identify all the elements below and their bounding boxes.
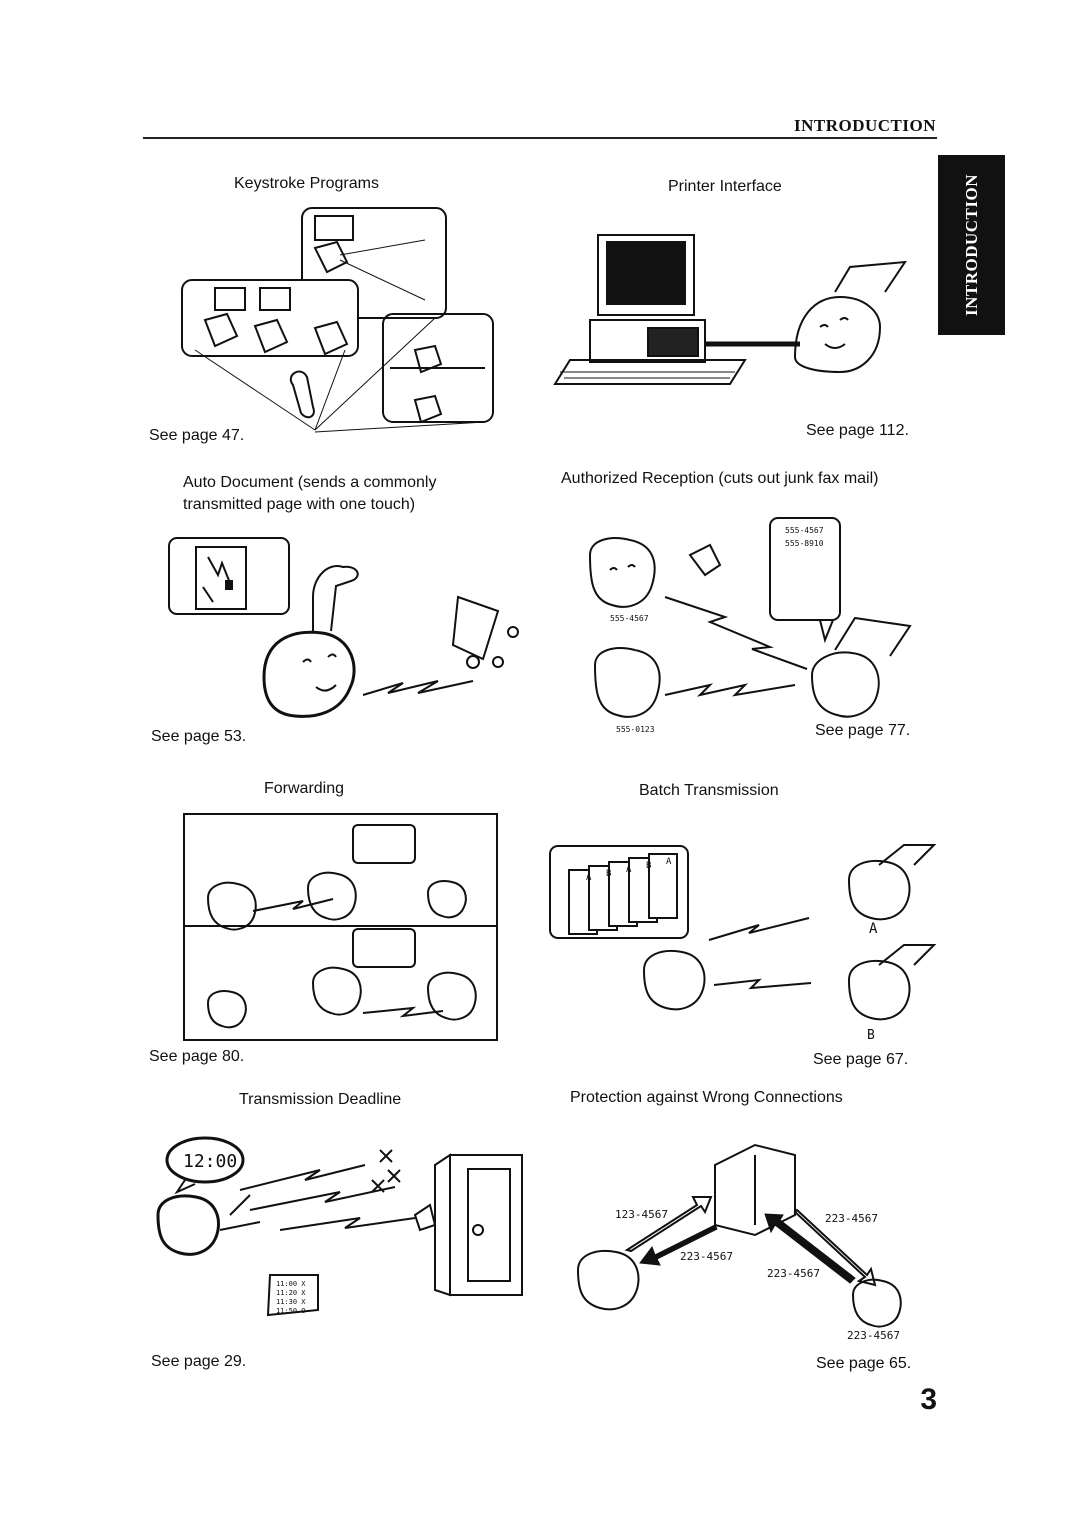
batch-dest-a: A — [869, 921, 878, 937]
caption-protection-wrong-connections: Protection against Wrong Connections — [570, 1089, 843, 1106]
caption-forwarding: Forwarding — [264, 780, 345, 797]
printer-interface-illustration — [553, 234, 907, 385]
caption-keystroke-programs: Keystroke Programs — [234, 175, 379, 192]
protection-number-2: 223-4567 — [825, 1212, 878, 1225]
auth-number-1: 555-4567 — [785, 526, 824, 535]
deadline-row-3: 11:30 X — [276, 1298, 306, 1306]
auth-number-2: 555-8910 — [785, 539, 824, 548]
keystroke-programs-illustration — [181, 207, 494, 433]
batch-sheet-3: A — [626, 865, 632, 875]
see-page-batch: See page 67. — [813, 1051, 909, 1068]
page-number: 3 — [920, 1383, 937, 1416]
see-page-authorized: See page 77. — [815, 722, 911, 739]
forwarding-illustration — [183, 813, 498, 1041]
caption-authorized-reception: Authorized Reception (cuts out junk fax … — [561, 470, 879, 487]
deadline-clock: 12:00 — [183, 1151, 237, 1172]
see-page-auto-document: See page 53. — [151, 728, 247, 745]
see-page-forwarding: See page 80. — [149, 1048, 245, 1065]
caption-batch-transmission: Batch Transmission — [639, 782, 779, 799]
deadline-row-4: 11:50 O — [276, 1307, 306, 1315]
caption-auto-document: Auto Document (sends a commonly transmit… — [183, 474, 437, 513]
authorized-reception-illustration: 555-4567 555-8910 555-4567 555-0123 — [588, 517, 912, 734]
auth-sender-b: 555-0123 — [616, 725, 655, 734]
auth-sender-a: 555-4567 — [610, 614, 649, 623]
deadline-row-1: 11:00 X — [276, 1280, 306, 1288]
protection-number-5: 223-4567 — [847, 1329, 900, 1342]
batch-dest-b: B — [867, 1028, 875, 1043]
batch-sheet-2: B — [606, 869, 611, 879]
batch-sheet-5: A — [666, 857, 672, 867]
protection-number-1: 123-4567 — [615, 1208, 668, 1221]
see-page-protection: See page 65. — [816, 1355, 912, 1372]
protection-number-3: 223-4567 — [680, 1250, 733, 1263]
caption-printer-interface: Printer Interface — [668, 178, 782, 195]
auto-document-illustration — [168, 537, 519, 718]
batch-sheet-4: B — [646, 861, 651, 871]
transmission-deadline-illustration: 12:00 11:00 X 11:20 X 11:30 X 11:50 O — [156, 1136, 523, 1317]
see-page-printer: See page 112. — [806, 422, 909, 439]
section-tab: INTRODUCTION — [938, 155, 1005, 335]
batch-sheet-1: A — [586, 873, 592, 883]
see-page-keystroke: See page 47. — [149, 427, 245, 444]
deadline-row-2: 11:20 X — [276, 1289, 306, 1297]
protection-wrong-connections-illustration: 123-4567 223-4567 223-4567 223-4567 223-… — [575, 1139, 902, 1342]
caption-transmission-deadline: Transmission Deadline — [239, 1091, 402, 1108]
protection-number-4: 223-4567 — [767, 1267, 820, 1280]
running-header: INTRODUCTION — [793, 116, 936, 135]
batch-transmission-illustration: A B A B A A B — [549, 844, 937, 1043]
header-rule — [143, 137, 937, 139]
see-page-deadline: See page 29. — [151, 1353, 247, 1370]
protection-number-6: 223-4567 — [575, 1139, 580, 1141]
section-tab-label: INTRODUCTION — [961, 173, 981, 317]
